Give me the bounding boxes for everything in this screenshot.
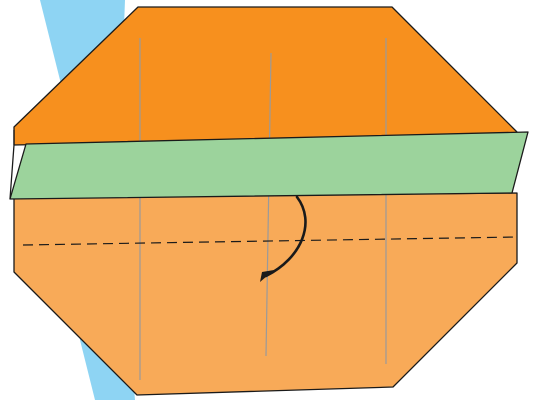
vertical-crease-lines <box>139 38 387 380</box>
crease-line-center <box>265 52 272 357</box>
strip-left-flap <box>9 130 15 200</box>
folded-strip <box>9 131 529 200</box>
fold-arrowhead <box>260 270 274 282</box>
valley-fold-line <box>22 236 518 246</box>
fold-arrow <box>264 195 307 278</box>
